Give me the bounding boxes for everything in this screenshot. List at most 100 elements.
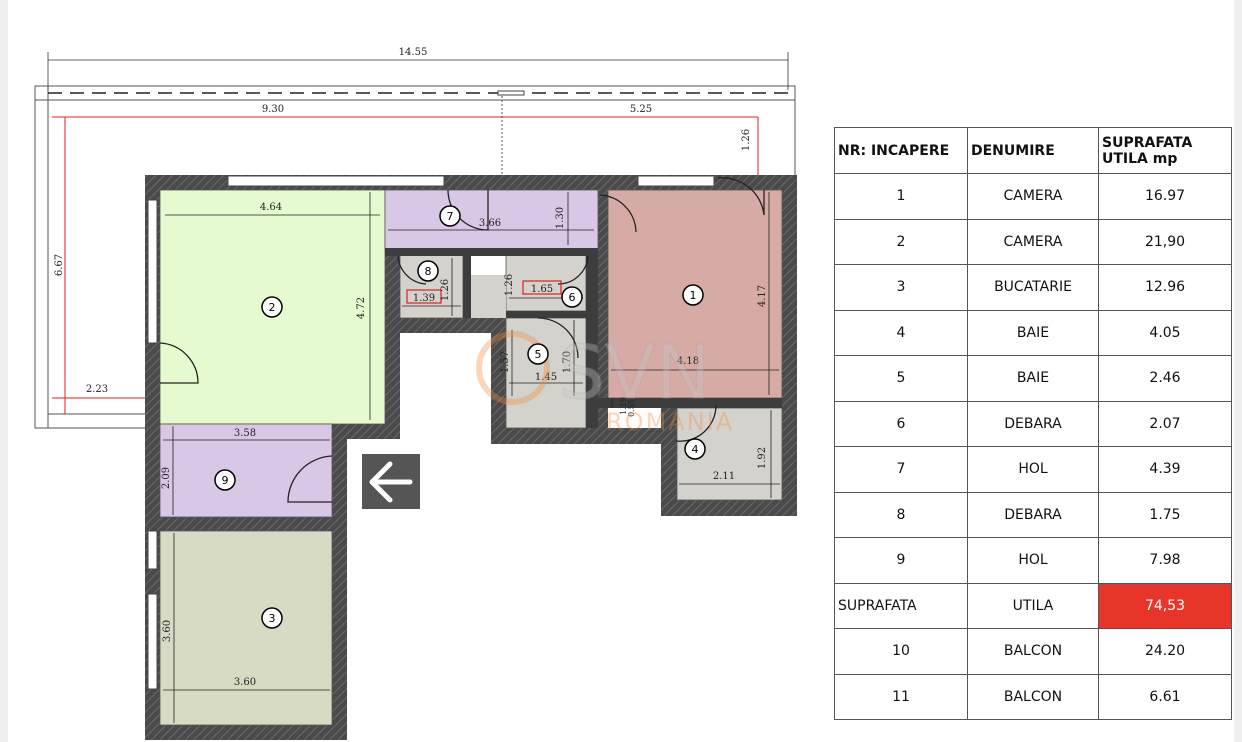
room-dimension-lines [163,192,780,723]
total-label-2: UTILA [967,582,1099,629]
cell-suprafata: 2.07 [1098,400,1232,447]
total-label-1: SUPRAFATA [834,582,968,629]
cell-denumire: CAMERA [967,218,1099,265]
cell-nr: 9 [834,537,968,584]
cell-nr: 2 [834,218,968,265]
dim-balcony-depth: 6.67 [54,254,65,276]
dim-baie5-h1: 1.57 [500,351,511,373]
dim-right-balcony: 5.25 [630,104,652,115]
room-3-bucatarie [159,530,333,726]
cell-denumire: CAMERA [967,173,1099,220]
dim-baie5-h2: 1.70 [562,351,573,373]
dim-balcony-right-depth: 1.26 [741,129,752,151]
cell-suprafata: 7.98 [1098,537,1232,584]
cell-nr: 4 [834,309,968,356]
cell-denumire: BAIE [967,309,1099,356]
header-denumire: DENUMIRE [967,127,1099,174]
room-label-7: 7 [447,210,454,223]
watermark-sub: ROMANIA [606,408,734,436]
cell-suprafata: 24.20 [1098,628,1232,675]
dim-deb6-height: 1.26 [504,274,515,296]
overall-dimension [47,52,789,90]
walls [145,175,797,740]
watermark-brand: SVN [558,330,711,416]
cell-denumire: BAIE [967,355,1099,402]
header-nr: NR: INCAPERE [834,127,968,174]
cell-suprafata: 16.97 [1098,173,1232,220]
dim-small-b: 0.55 [627,399,636,417]
partitions [385,248,782,428]
header-suprafata: SUPRAFATA UTILA mp [1098,127,1232,174]
dim-hol7-width: 3.66 [479,218,501,229]
dimension-boxes [406,280,562,304]
cell-nr: 8 [834,491,968,538]
room-label-2: 2 [269,301,276,314]
cell-suprafata: 2.46 [1098,355,1232,402]
cell-denumire: BUCATARIE [967,264,1099,311]
room-label-6: 6 [569,291,576,304]
room-number-markers [214,205,706,629]
dim-baie4-height: 1.92 [757,447,768,469]
cell-nr: 6 [834,400,968,447]
total-value: 74,53 [1098,582,1232,629]
table-header-row: NR: INCAPERE DENUMIRE SUPRAFATA UTILA mp [834,127,1232,174]
room-label-4: 4 [692,443,699,456]
room-area-table: NR: INCAPERE DENUMIRE SUPRAFATA UTILA mp… [834,127,1232,720]
windows [147,175,715,690]
balcony-dimension-lines [52,116,759,414]
dim-overall: 14.55 [399,47,428,58]
cell-denumire: DEBARA [967,400,1099,447]
floor-plan: 14.55 9.30 5.25 1.26 6.67 2.23 [34,47,797,740]
cell-suprafata: 1.75 [1098,491,1232,538]
room-label-9: 9 [222,474,229,487]
cell-nr: 10 [834,628,968,675]
dim-small-a: 1.19 [619,397,628,415]
balcony-door-marker [497,90,525,96]
dim-room2-height: 4.72 [356,297,367,319]
dim-room3-height: 3.60 [162,620,173,642]
cell-nr: 11 [834,673,968,720]
corridor-gap [471,275,506,318]
page: 14.55 9.30 5.25 1.26 6.67 2.23 [8,0,1234,742]
cell-suprafata: 6.61 [1098,673,1232,720]
dim-baie5-width: 1.45 [535,372,557,383]
dim-deb8-width: 1.39 [413,293,435,304]
cell-denumire: BALCON [967,628,1099,675]
cell-suprafata: 21,90 [1098,218,1232,265]
dim-hol9-width: 3.58 [234,428,256,439]
cell-nr: 1 [834,173,968,220]
cell-denumire: DEBARA [967,491,1099,538]
dim-room3-width: 3.60 [234,677,256,688]
dim-deb6-width: 1.65 [531,284,553,295]
room-label-3: 3 [269,612,276,625]
cell-denumire: BALCON [967,673,1099,720]
dim-left-balcony: 9.30 [262,104,284,115]
dim-hol9-height: 2.09 [161,467,172,489]
dim-room1-height: 4.17 [757,285,768,307]
dim-balcony-small: 2.23 [86,384,108,395]
cell-suprafata: 12.96 [1098,264,1232,311]
balcony-outline [34,85,796,429]
room-label-8: 8 [425,265,432,278]
cell-denumire: HOL [967,446,1099,493]
dim-room2-width: 4.64 [260,202,282,213]
cell-nr: 7 [834,446,968,493]
room-label-1: 1 [690,289,697,302]
dim-baie4-width: 2.11 [713,471,735,482]
dim-room1-width: 4.18 [677,356,699,367]
cell-suprafata: 4.39 [1098,446,1232,493]
dim-deb8-height: 1.26 [440,279,451,301]
cell-denumire: HOL [967,537,1099,584]
cell-suprafata: 4.05 [1098,309,1232,356]
